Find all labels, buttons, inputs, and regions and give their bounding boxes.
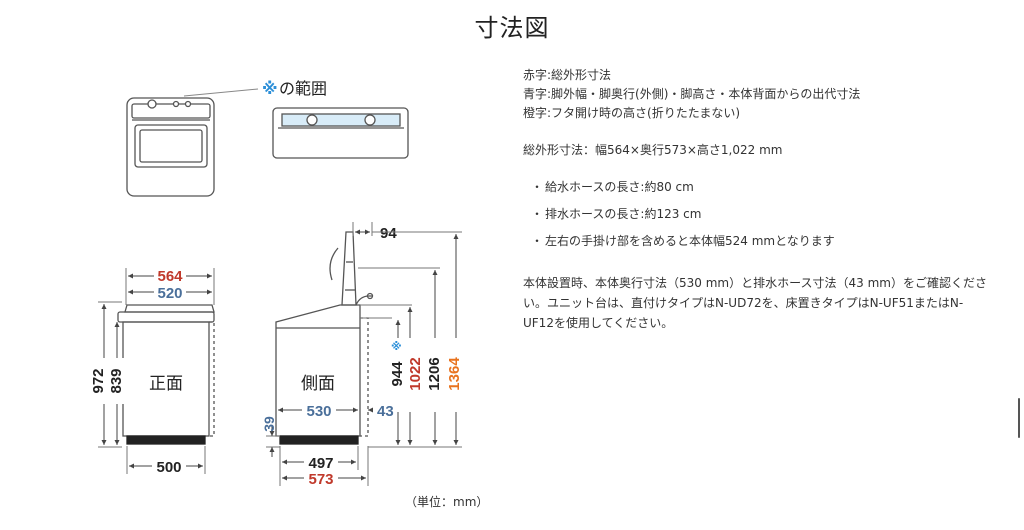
side-depth-outer: 573 xyxy=(308,471,333,488)
front-width-outer: 564 xyxy=(157,268,183,285)
legend-blue: 青字:脚外幅・脚奥行(外側)・脚高さ・本体背面からの出代寸法 xyxy=(523,87,861,101)
side-height-ref: 944 xyxy=(389,361,406,387)
side-label: 側面 xyxy=(301,374,335,393)
front-width-body: 520 xyxy=(157,285,182,302)
list-item: ・左右の手掛け部を含めると本体幅524 mmとなります xyxy=(531,234,835,248)
callout-text: の範囲 xyxy=(279,80,327,98)
side-height-ref-mark: ※ xyxy=(391,341,402,353)
top-view-back xyxy=(272,107,409,159)
side-depth-body: 530 xyxy=(306,403,331,420)
callout-leader xyxy=(183,88,259,97)
side-depth-leg: 497 xyxy=(308,455,333,472)
front-width-base: 500 xyxy=(156,459,181,476)
front-label: 正面 xyxy=(149,374,183,393)
side-elevation xyxy=(275,231,374,445)
legend-orange: 橙字:フタ開け時の高さ(折りたたまない) xyxy=(523,106,741,120)
callout-mark: ※ xyxy=(262,80,278,98)
front-height-outer: 972 xyxy=(90,368,107,393)
spec-bullets: ・給水ホースの長さ:約80 cm ・排水ホースの長さ:約123 cm ・左右の手… xyxy=(523,178,993,251)
dimension-diagram: ※ の範囲 正面 564 520 972 839 500 xyxy=(90,80,466,488)
page-title: 寸法図 xyxy=(474,14,550,42)
side-lid-offset: 94 xyxy=(380,225,397,242)
side-height-outer: 1022 xyxy=(407,357,424,390)
top-view-front xyxy=(126,97,215,197)
side-height-lid-open: 1364 xyxy=(446,357,463,391)
side-hose-offset: 43 xyxy=(377,403,394,420)
unit-label: （単位：mm） xyxy=(405,495,489,509)
installation-note: 本体設置時、本体奥行寸法（530 mm）と排水ホース寸法（43 mm）をご確認く… xyxy=(523,276,987,330)
overall-dimensions: 総外形寸法：幅564×奥行573×高さ1,022 mm xyxy=(523,143,783,157)
list-item: ・給水ホースの長さ:約80 cm xyxy=(531,180,694,194)
list-item: ・排水ホースの長さ:約123 cm xyxy=(531,207,702,221)
front-height-body: 839 xyxy=(108,368,125,393)
legend-red: 赤字:総外形寸法 xyxy=(523,68,612,82)
side-height-back: 1206 xyxy=(426,357,443,390)
scrollbar-thumb[interactable] xyxy=(1018,398,1020,438)
spec-info: 赤字:総外形寸法 青字:脚外幅・脚奥行(外側)・脚高さ・本体背面からの出代寸法 … xyxy=(523,66,993,333)
side-leg-height: 39 xyxy=(261,416,277,432)
